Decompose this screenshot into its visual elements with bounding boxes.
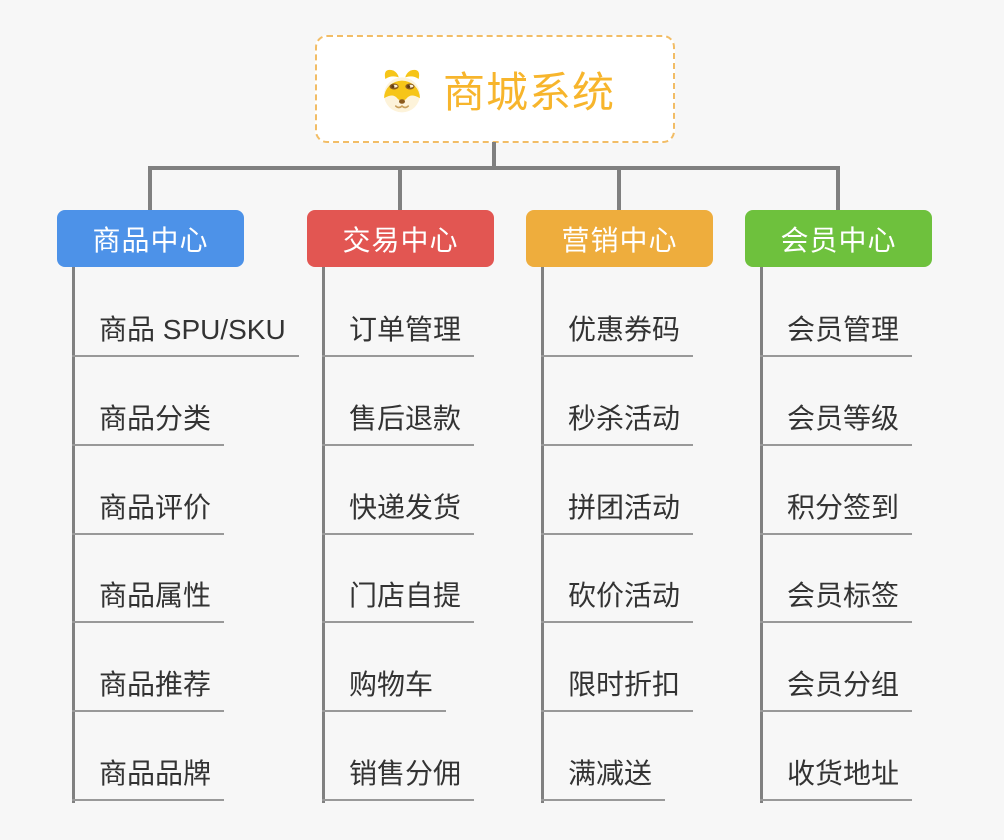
- branch-item[interactable]: 商品分类: [72, 399, 225, 446]
- connector-drop-product: [148, 168, 152, 210]
- branch-item[interactable]: 售后退款: [322, 399, 475, 446]
- connector-drop-trade: [398, 168, 402, 210]
- branch-item[interactable]: 商品品牌: [72, 754, 225, 801]
- connector-horizontal: [148, 166, 840, 170]
- branch-item[interactable]: 会员标签: [760, 576, 913, 623]
- branch-item[interactable]: 订单管理: [322, 310, 475, 357]
- shiba-dog-icon: [375, 64, 429, 114]
- branch-item[interactable]: 商品评价: [72, 488, 225, 535]
- branch-item[interactable]: 拼团活动: [541, 488, 694, 535]
- branch-header-product[interactable]: 商品中心: [57, 210, 244, 267]
- branch-item[interactable]: 砍价活动: [541, 576, 694, 623]
- branch-item[interactable]: 会员分组: [760, 665, 913, 712]
- connector-drop-member: [836, 168, 840, 210]
- branch-vertical-line: [760, 267, 763, 803]
- branch-vertical-line: [541, 267, 544, 803]
- branch-item[interactable]: 销售分佣: [322, 754, 475, 801]
- branch-header-marketing[interactable]: 营销中心: [526, 210, 713, 267]
- connector-drop-marketing: [617, 168, 621, 210]
- branch-vertical-line: [322, 267, 325, 803]
- branch-vertical-line: [72, 267, 75, 803]
- branch-member-center: 会员中心 会员管理 会员等级 积分签到 会员标签 会员分组 收货地址: [745, 210, 1004, 820]
- branch-product-center: 商品中心 商品 SPU/SKU 商品分类 商品评价 商品属性 商品推荐 商品品牌: [57, 210, 319, 820]
- branch-item[interactable]: 购物车: [322, 665, 447, 712]
- branch-item[interactable]: 商品 SPU/SKU: [72, 310, 299, 357]
- branch-item[interactable]: 快递发货: [322, 488, 475, 535]
- branch-item[interactable]: 门店自提: [322, 576, 475, 623]
- branch-item[interactable]: 会员等级: [760, 399, 913, 446]
- branch-header-member[interactable]: 会员中心: [745, 210, 932, 267]
- root-node[interactable]: 商城系统: [315, 35, 675, 143]
- connector-root-stub: [492, 142, 496, 168]
- branch-trade-center: 交易中心 订单管理 售后退款 快递发货 门店自提 购物车 销售分佣: [307, 210, 569, 820]
- branch-item[interactable]: 收货地址: [760, 754, 913, 801]
- branch-item[interactable]: 积分签到: [760, 488, 913, 535]
- branch-item[interactable]: 会员管理: [760, 310, 913, 357]
- root-title: 商城系统: [442, 68, 615, 116]
- branch-item[interactable]: 商品属性: [72, 576, 225, 623]
- branch-header-trade[interactable]: 交易中心: [307, 210, 494, 267]
- branch-item[interactable]: 满减送: [541, 754, 666, 801]
- branch-item[interactable]: 商品推荐: [72, 665, 225, 712]
- branch-item[interactable]: 秒杀活动: [541, 399, 694, 446]
- branch-item[interactable]: 限时折扣: [541, 665, 694, 712]
- branch-item[interactable]: 优惠券码: [541, 310, 694, 357]
- branch-marketing-center: 营销中心 优惠券码 秒杀活动 拼团活动 砍价活动 限时折扣 满减送: [526, 210, 788, 820]
